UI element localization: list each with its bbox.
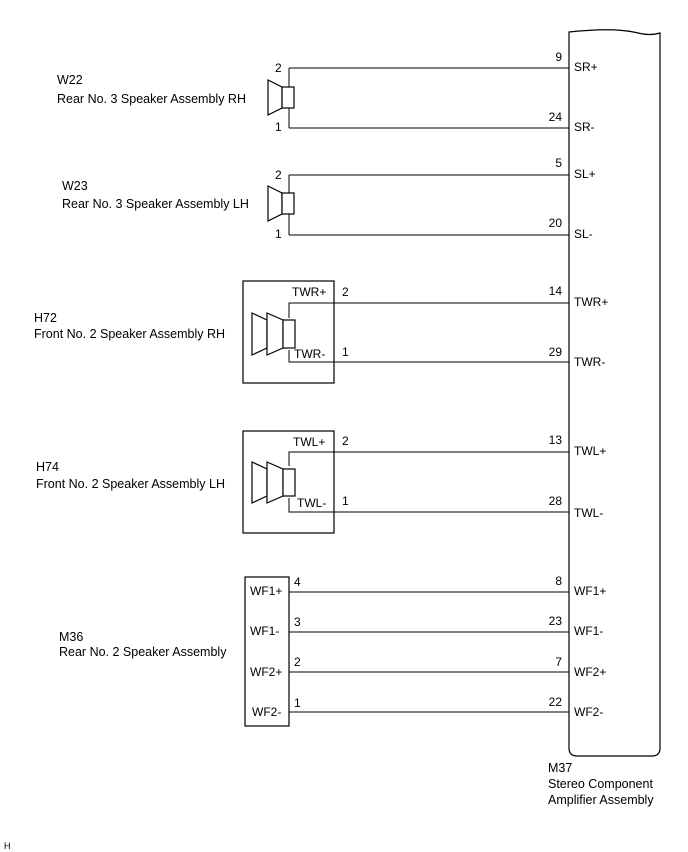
component-h72: H72 Front No. 2 Speaker Assembly RH TWR+… — [34, 280, 569, 384]
pin-number: 7 — [555, 655, 562, 669]
terminal-label: SL+ — [574, 167, 596, 181]
component-code: M37 — [548, 761, 572, 775]
pin-number: 1 — [275, 227, 282, 241]
pin-number: 2 — [342, 434, 349, 448]
pin-number: 1 — [294, 696, 301, 710]
component-m36: M36 Rear No. 2 Speaker Assembly WF1+ WF1… — [59, 575, 569, 727]
pin-number: 22 — [549, 695, 563, 709]
pin-number: 14 — [549, 284, 563, 298]
speaker-magnet-icon — [282, 319, 296, 349]
component-code: M36 — [59, 630, 83, 644]
pin-number: 3 — [294, 615, 301, 629]
terminal-label: WF2+ — [574, 665, 606, 679]
speaker-icon — [266, 461, 284, 504]
speaker-icon — [251, 312, 268, 356]
component-name: Amplifier Assembly — [548, 793, 654, 807]
pin-number: 1 — [342, 494, 349, 508]
terminal-label: WF1- — [574, 624, 603, 638]
component-name: Front No. 2 Speaker Assembly RH — [34, 327, 225, 341]
amplifier-outline — [568, 29, 661, 757]
component-name: Rear No. 3 Speaker Assembly RH — [57, 92, 246, 106]
terminal-label: TWR+ — [574, 295, 608, 309]
pin-number: 1 — [342, 345, 349, 359]
pin-number: 4 — [294, 575, 301, 589]
terminal-label: SR+ — [574, 60, 598, 74]
component-name: Stereo Component — [548, 777, 653, 791]
wire — [288, 350, 334, 363]
terminal-label: TWL- — [574, 506, 603, 520]
speaker-icon — [267, 79, 283, 116]
component-code: H72 — [34, 311, 57, 325]
terminal-label: WF2+ — [250, 665, 282, 679]
terminal-label: WF1+ — [250, 584, 282, 598]
terminal-label: TWR- — [574, 355, 605, 369]
connector-box — [242, 280, 335, 384]
speaker-magnet-icon — [282, 468, 296, 497]
pin-number: 13 — [549, 433, 563, 447]
component-name: Rear No. 2 Speaker Assembly — [59, 645, 227, 659]
component-code: H74 — [36, 460, 59, 474]
pin-number: 2 — [275, 61, 282, 75]
pin-number: 2 — [275, 168, 282, 182]
terminal-label: TWR- — [294, 347, 325, 361]
connector-box — [244, 576, 290, 727]
amplifier-pin-numbers: 9 24 5 20 14 29 13 28 8 23 7 22 — [549, 50, 563, 709]
amplifier-m37 — [568, 29, 661, 757]
wire — [288, 451, 334, 466]
terminal-label: WF1- — [250, 624, 279, 638]
pin-number: 8 — [555, 574, 562, 588]
footer-mark: H — [4, 841, 11, 851]
component-w23: W23 Rear No. 3 Speaker Assembly LH 2 1 — [62, 168, 569, 241]
pin-number: 20 — [549, 216, 563, 230]
speaker-magnet-icon — [281, 86, 295, 109]
pin-number: 2 — [342, 285, 349, 299]
amplifier-terminal-names: SR+ SR- SL+ SL- TWR+ TWR- TWL+ TWL- WF1+… — [574, 60, 608, 719]
terminal-label: SL- — [574, 227, 593, 241]
wire — [288, 302, 334, 318]
pin-number: 28 — [549, 494, 563, 508]
pin-number: 23 — [549, 614, 563, 628]
terminal-label: SR- — [574, 120, 595, 134]
speaker-icon — [267, 185, 283, 222]
pin-number: 9 — [555, 50, 562, 64]
terminal-label: WF1+ — [574, 584, 606, 598]
pin-number: 1 — [275, 120, 282, 134]
connector-box — [242, 430, 335, 534]
speaker-icon — [266, 312, 284, 356]
terminal-label: TWL+ — [574, 444, 606, 458]
terminal-label: WF2- — [574, 705, 603, 719]
component-code: W23 — [62, 179, 88, 193]
component-name: Rear No. 3 Speaker Assembly LH — [62, 197, 249, 211]
speaker-icon — [251, 461, 268, 504]
pin-number: 24 — [549, 110, 563, 124]
component-w22: W22 Rear No. 3 Speaker Assembly RH 2 1 — [57, 61, 569, 134]
amplifier-caption: M37 Stereo Component Amplifier Assembly — [548, 761, 654, 807]
component-h74: H74 Front No. 2 Speaker Assembly LH TWL+… — [36, 430, 569, 534]
pin-number: 2 — [294, 655, 301, 669]
terminal-label: TWL+ — [293, 435, 325, 449]
speaker-magnet-icon — [281, 192, 295, 215]
terminal-label: WF2- — [252, 705, 281, 719]
component-name: Front No. 2 Speaker Assembly LH — [36, 477, 225, 491]
terminal-label: TWR+ — [292, 285, 326, 299]
pin-number: 5 — [555, 156, 562, 170]
terminal-label: TWL- — [297, 496, 326, 510]
wire — [288, 498, 334, 513]
pin-number: 29 — [549, 345, 563, 359]
component-code: W22 — [57, 73, 83, 87]
